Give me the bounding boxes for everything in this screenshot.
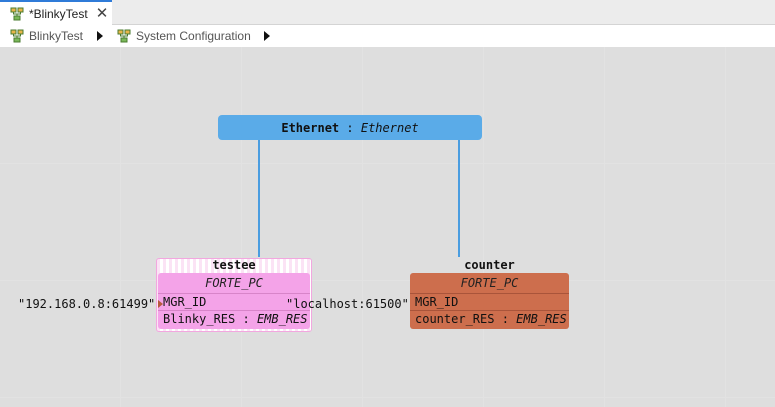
resource-counter-res[interactable]: counter_RES : EMB_RES	[410, 310, 569, 327]
resource-separator: :	[235, 312, 257, 326]
breadcrumb: BlinkyTest System Configuration	[0, 25, 775, 47]
device-parameter-mgr-id[interactable]: MGR_ID	[410, 293, 569, 310]
breadcrumb-item-system-configuration[interactable]: System Configuration	[117, 29, 251, 43]
segment-type: Ethernet	[360, 120, 419, 135]
segment-name: Ethernet	[281, 120, 340, 135]
parameter-value-counter[interactable]: "localhost:61500"	[286, 297, 409, 311]
resource-name: Blinky_RES	[163, 312, 236, 326]
close-icon[interactable]: ✕	[95, 4, 109, 22]
segment-separator: :	[339, 120, 361, 135]
link-ethernet-counter[interactable]	[458, 140, 460, 257]
breadcrumb-separator-icon[interactable]	[263, 31, 270, 41]
parameter-label: MGR_ID	[415, 295, 459, 309]
breadcrumb-label: BlinkyTest	[29, 29, 84, 43]
resource-blinky-res[interactable]: Blinky_RES : EMB_RES	[158, 310, 310, 327]
editor-tab-bar: *BlinkyTest ✕	[0, 0, 775, 25]
link-ethernet-testee[interactable]	[258, 140, 260, 257]
breadcrumb-label: System Configuration	[136, 29, 251, 43]
device-testee[interactable]: FORTE_PC MGR_ID Blinky_RES : EMB_RES	[158, 273, 310, 329]
system-icon	[10, 7, 24, 20]
breadcrumb-separator-icon[interactable]	[97, 31, 104, 41]
parameter-value-testee[interactable]: "192.168.0.8:61499"	[18, 297, 156, 311]
tab-title: *BlinkyTest	[29, 6, 88, 21]
tab-blinkytest[interactable]: *BlinkyTest ✕	[0, 0, 112, 25]
system-icon	[10, 29, 24, 43]
breadcrumb-item-blinkytest[interactable]: BlinkyTest	[10, 29, 83, 43]
parameter-label: MGR_ID	[163, 295, 207, 309]
system-configuration-icon	[117, 29, 131, 43]
resource-type: EMB_RES	[256, 312, 308, 326]
device-name-counter[interactable]: counter	[464, 258, 515, 272]
segment-ethernet[interactable]: Ethernet : Ethernet	[218, 115, 482, 140]
input-pin-icon[interactable]	[158, 300, 163, 308]
device-type: FORTE_PC	[205, 276, 263, 290]
device-name-testee[interactable]: testee	[212, 258, 256, 272]
device-type: FORTE_PC	[460, 276, 519, 290]
resource-type: EMB_RES	[516, 312, 567, 326]
device-parameter-mgr-id[interactable]: MGR_ID	[158, 293, 310, 310]
device-counter[interactable]: FORTE_PC MGR_ID counter_RES : EMB_RES	[410, 273, 569, 329]
system-configuration-canvas[interactable]: Ethernet : Ethernet testee FORTE_PC MGR_…	[0, 47, 775, 407]
resource-name: counter_RES	[415, 312, 495, 326]
resource-separator: :	[494, 312, 517, 326]
